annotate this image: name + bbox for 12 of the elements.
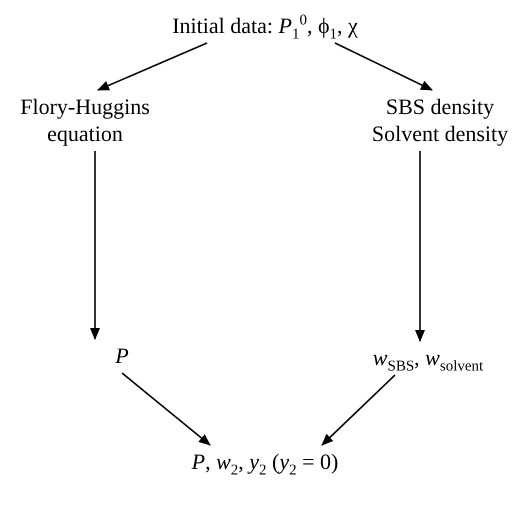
data-label: Initial data: P$_{1}$$^{0}$, ϕ$_{1}$, χ <box>172 12 358 39</box>
variable-label: w$_{SBS}$, w$_{solvent}$ <box>372 344 484 371</box>
variable-label: P <box>115 342 129 369</box>
arrow <box>122 372 211 446</box>
arrow <box>334 42 433 91</box>
arrow <box>415 151 425 342</box>
result-label: P, w$_{2}$, y$_{2}$ (y$_{2}$ = 0) <box>192 448 338 475</box>
arrow <box>321 374 396 446</box>
arrow <box>90 151 100 340</box>
arrow <box>97 42 208 91</box>
density-label: SBS density Solvent density <box>355 93 525 147</box>
equation-label: Flory-Huggins equation <box>0 93 185 147</box>
